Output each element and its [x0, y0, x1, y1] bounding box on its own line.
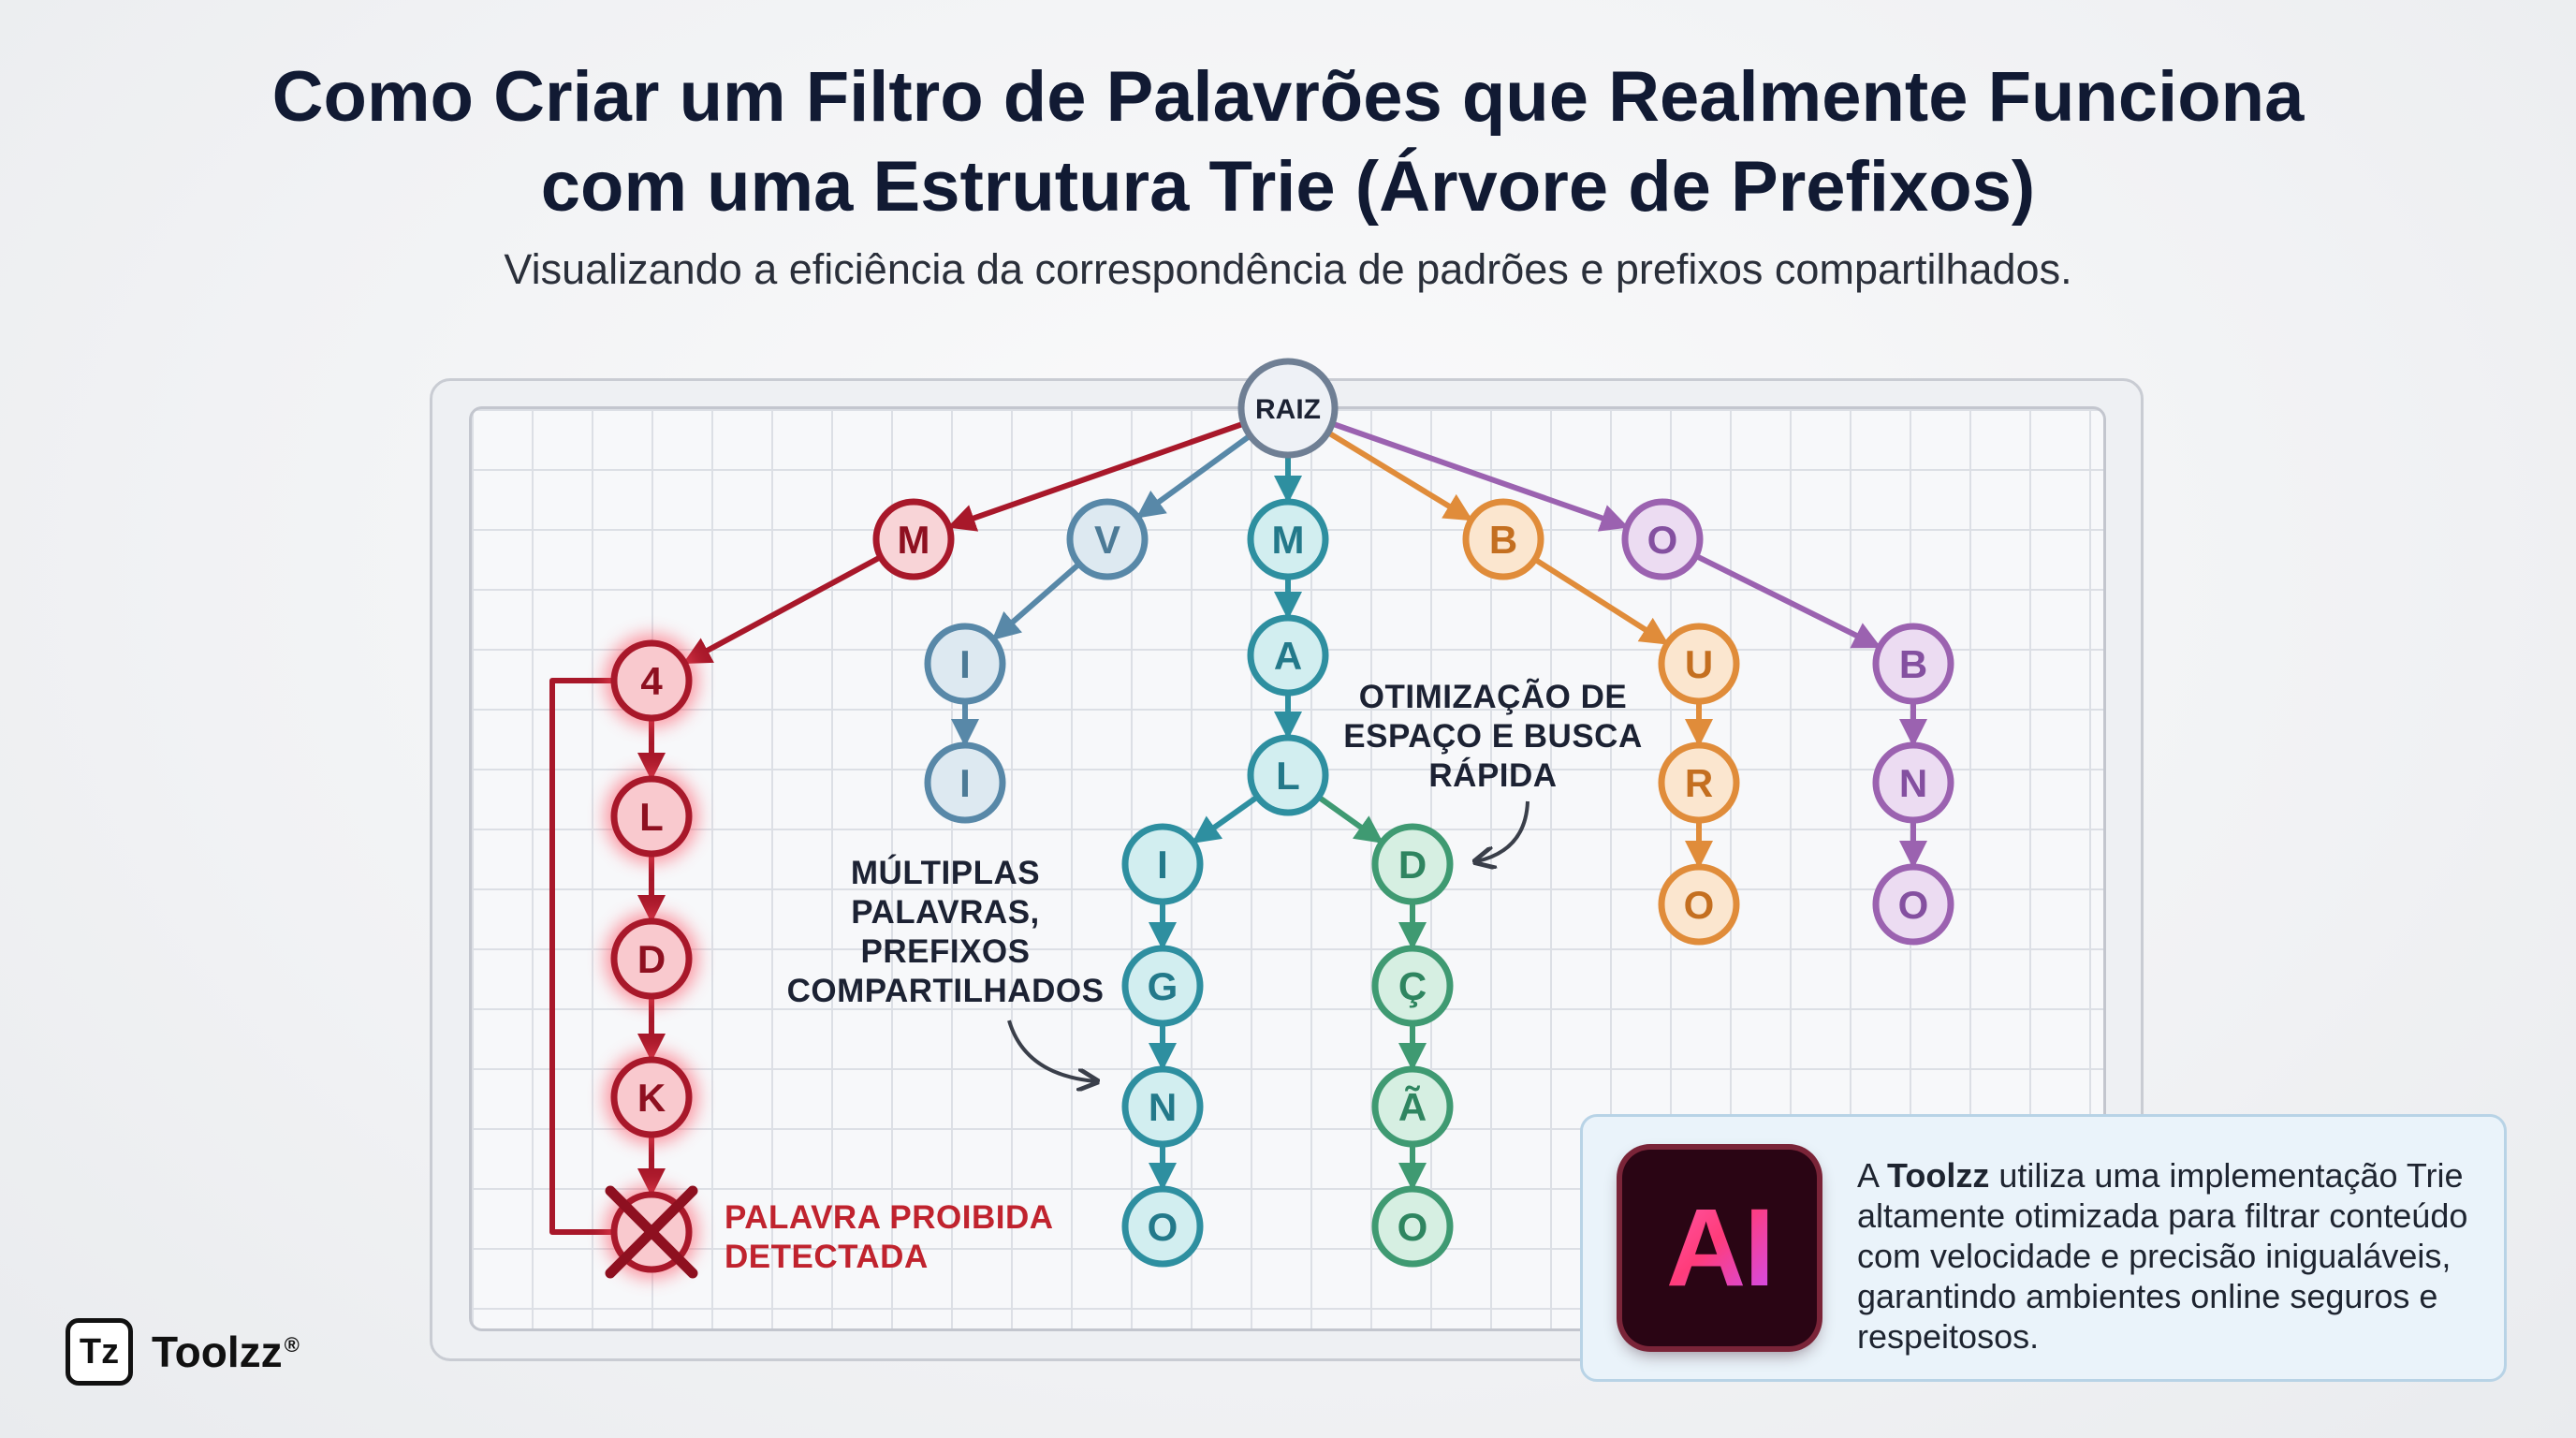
page-title: Como Criar um Filtro de Palavrões que Re…: [0, 52, 2576, 232]
trie-node-letter: B: [1489, 518, 1517, 562]
shared-prefixes-pointer: [1007, 1020, 1095, 1081]
trie-edge-blue: [1135, 433, 1253, 519]
trie-node-orange: [1658, 741, 1740, 824]
trie-node-letter: V: [1094, 518, 1120, 562]
trie-edge-red: [946, 420, 1247, 532]
trie-node-letter: U: [1685, 642, 1713, 686]
annotation-forbidden-word: PALAVRA PROIBIDA DETECTADA: [724, 1199, 1053, 1275]
info-text-brand: Toolzz: [1887, 1156, 1990, 1195]
title-line-2: com uma Estrutura Trie (Árvore de Prefix…: [540, 147, 2036, 227]
annotation-optimization: OTIMIZAÇÃO DE ESPAÇO E BUSCA RÁPIDA: [1343, 679, 1643, 794]
trie-node-letter: R: [1685, 761, 1713, 805]
trie-edge-orange: [1325, 429, 1473, 521]
registered-mark: ®: [284, 1332, 300, 1357]
trie-node-blue: [1066, 498, 1149, 580]
trie-node-purple: [1872, 623, 1954, 705]
trie-node-letter: O: [1898, 883, 1929, 927]
trie-node-teal: [1121, 823, 1204, 905]
trie-node-red: [610, 1056, 693, 1138]
trie-edges: [549, 420, 1927, 1235]
trie-node-letter: D: [637, 937, 666, 981]
optimization-pointer: [1477, 800, 1530, 861]
page-subtitle: Visualizando a eficiência da correspondê…: [504, 245, 2072, 293]
trie-node-teal: [1121, 945, 1204, 1027]
trie-node-letter: L: [639, 795, 664, 839]
trie-edge-orange: [1531, 556, 1669, 645]
trie-node-teal: [1247, 498, 1329, 580]
annotation-shared-prefixes: MÚLTIPLAS PALAVRAS, PREFIXOS COMPARTILHA…: [786, 855, 1105, 1009]
info-card-text: A Toolzz utiliza uma implementação Trie …: [1857, 1155, 2494, 1357]
trie-node-letter: M: [898, 518, 930, 562]
trie-node-green: [1371, 1065, 1454, 1148]
trie-node-letter: 4: [640, 659, 663, 703]
trie-node-letter: I: [959, 642, 971, 686]
trie-node-red: [872, 498, 955, 580]
trie-node-orange: [1658, 623, 1740, 705]
toolzz-logo: Tz Toolzz®: [66, 1315, 300, 1388]
info-text-prefix: A: [1857, 1156, 1888, 1195]
trie-node-letter: G: [1148, 964, 1178, 1008]
trie-node-letter: L: [1276, 754, 1300, 798]
trie-node-letter: M: [1272, 518, 1305, 562]
trie-node-letter: Ç: [1398, 964, 1427, 1008]
forbidden-x-icon: [605, 1185, 698, 1279]
trie-edge-purple: [1329, 420, 1630, 532]
trie-edge-red: [682, 553, 884, 665]
trie-node-letter: O: [1398, 1205, 1428, 1249]
trie-node-teal: [1121, 1065, 1204, 1148]
trie-node-orange: [1462, 498, 1544, 580]
trie-node-letter: O: [1647, 518, 1678, 562]
trie-node-teal: [1247, 614, 1329, 697]
forbidden-path-bracket: [549, 678, 614, 1235]
title-line-1: Como Criar um Filtro de Palavrões que Re…: [271, 57, 2305, 137]
info-text-body: utiliza uma implementação Trie altamente…: [1857, 1156, 2468, 1356]
trie-edge-teal: [1191, 794, 1261, 844]
trie-edge-green: [1315, 794, 1384, 844]
trie-edge-purple: [1692, 552, 1881, 649]
trie-node-green: [1371, 823, 1454, 905]
trie-node-letter: O: [1684, 883, 1715, 927]
trie-node-red: [610, 775, 693, 858]
trie-node-blue: [924, 623, 1006, 705]
trie-node-red: [610, 639, 693, 722]
trie-node-purple: [1621, 498, 1704, 580]
trie-root-label: RAIZ: [1255, 394, 1321, 425]
trie-root-node: [1237, 358, 1339, 459]
trie-node-letter: O: [1148, 1205, 1178, 1249]
ai-badge-icon: AI: [1622, 1150, 1817, 1346]
trie-node-letter: I: [1157, 843, 1168, 887]
trie-node-teal: [1121, 1185, 1204, 1268]
trie-node-teal: [1247, 734, 1329, 816]
trie-node-letter: B: [1899, 642, 1927, 686]
brand-name: Toolzz: [152, 1328, 283, 1376]
trie-node-green: [1371, 1185, 1454, 1268]
logo-name: Toolzz®: [152, 1327, 300, 1377]
trie-edge-blue: [991, 561, 1082, 640]
trie-node-letter: N: [1149, 1085, 1177, 1129]
trie-node-letter: K: [637, 1076, 666, 1120]
trie-node-orange: [1658, 863, 1740, 946]
trie-node-purple: [1872, 741, 1954, 824]
trie-node-red: [610, 917, 693, 1000]
trie-node-letter: I: [959, 761, 971, 805]
trie-nodes: RAIZ M 4L D K V I I M A L I G N O D Ç Ã O B U R O O B N O: [605, 358, 1954, 1279]
trie-node-letter: N: [1899, 761, 1927, 805]
trie-node-purple: [1872, 863, 1954, 946]
trie-node-letter: D: [1398, 843, 1427, 887]
ai-badge-text: AI: [1666, 1186, 1775, 1310]
logo-mark: Tz: [66, 1318, 133, 1386]
trie-node-green: [1371, 945, 1454, 1027]
trie-node-blue: [924, 741, 1006, 824]
trie-node-letter: Ã: [1398, 1085, 1427, 1129]
trie-node-letter: A: [1274, 634, 1302, 678]
